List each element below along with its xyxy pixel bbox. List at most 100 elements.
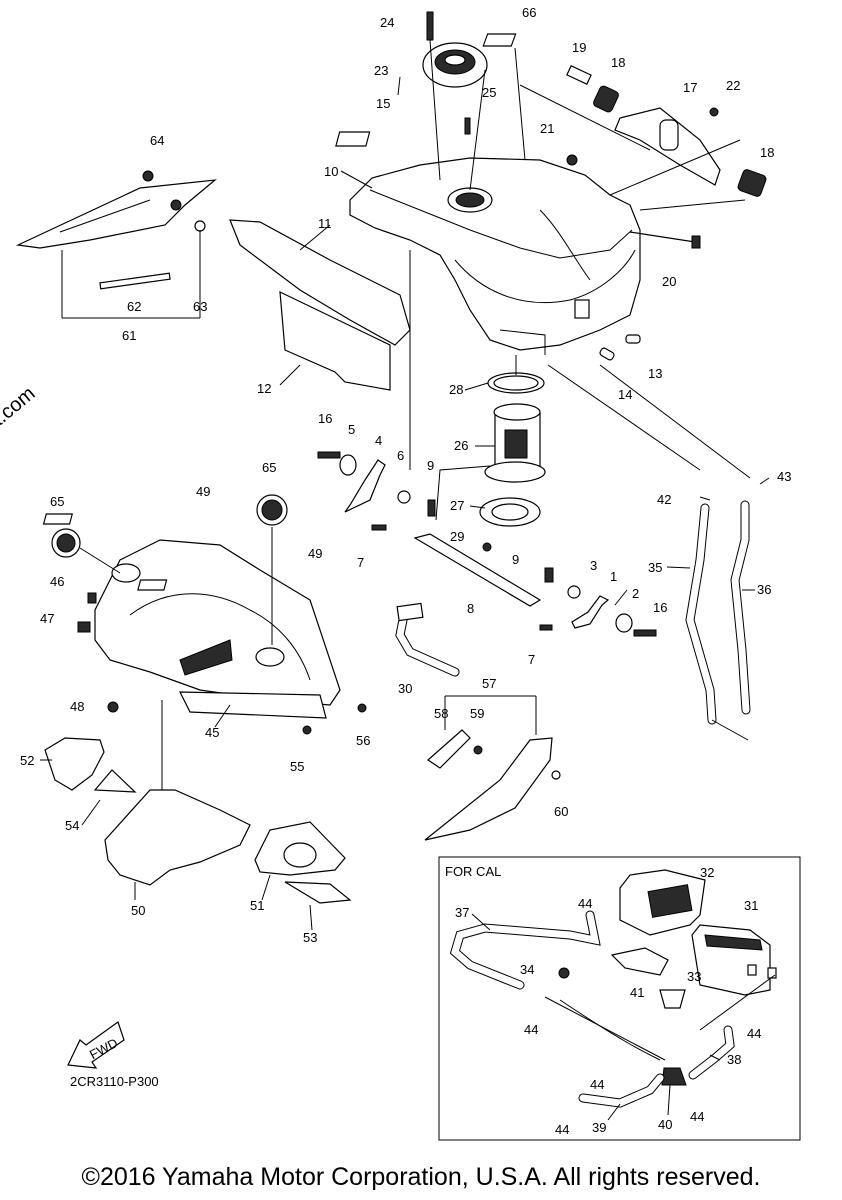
callout-22: 22 [726, 78, 740, 93]
callout-26: 26 [454, 438, 468, 453]
callout-10: 10 [324, 164, 338, 179]
cal-inset-label: FOR CAL [445, 864, 501, 879]
callout-14: 14 [618, 387, 632, 402]
callout-66: 66 [522, 5, 536, 20]
callout-44b: 44 [524, 1022, 538, 1037]
fuel-pump[interactable] [435, 355, 546, 552]
callout-65b: 65 [262, 460, 276, 475]
callout-39: 39 [592, 1120, 606, 1135]
callout-48: 48 [70, 699, 84, 714]
callout-55: 55 [290, 759, 304, 774]
callout-18a: 18 [611, 55, 625, 70]
callout-42: 42 [657, 492, 671, 507]
breather-hoses[interactable] [547, 364, 751, 741]
filler-cap[interactable] [422, 42, 488, 88]
side-panel-57[interactable] [424, 695, 561, 841]
callout-34: 34 [520, 962, 534, 977]
screw-25[interactable] [464, 117, 471, 135]
yamaha-emblem-right [256, 494, 288, 526]
callout-27: 27 [450, 498, 464, 513]
callout-35: 35 [648, 560, 662, 575]
callout-44c: 44 [747, 1026, 761, 1041]
callout-16b: 16 [653, 600, 667, 615]
callout-63: 63 [193, 299, 207, 314]
heat-shield[interactable] [229, 219, 411, 470]
callout-44d: 44 [590, 1077, 604, 1092]
callout-49a: 49 [196, 484, 210, 499]
tank-cover[interactable] [42, 513, 367, 735]
cap-bolt[interactable] [426, 11, 434, 41]
grommet-13[interactable] [625, 334, 641, 344]
callout-61: 61 [122, 328, 136, 343]
callout-15: 15 [376, 96, 390, 111]
callout-36: 36 [757, 582, 771, 597]
callout-24: 24 [380, 15, 394, 30]
callout-29: 29 [450, 529, 464, 544]
callout-28: 28 [449, 382, 463, 397]
callout-44e: 44 [690, 1109, 704, 1124]
mounting-brackets[interactable] [317, 451, 657, 637]
callout-38: 38 [727, 1052, 741, 1067]
callout-57: 57 [482, 676, 496, 691]
callout-65a: 65 [50, 494, 64, 509]
callout-37: 37 [455, 905, 469, 920]
label-66 [482, 33, 517, 47]
callout-labels: 1 2 3 4 5 6 7 7 8 9 9 10 11 12 13 14 15 … [20, 5, 791, 1137]
callout-19: 19 [572, 40, 586, 55]
callout-13: 13 [648, 366, 662, 381]
callout-60: 60 [554, 804, 568, 819]
callout-49b: 49 [308, 546, 322, 561]
callout-45: 45 [205, 725, 219, 740]
damper-assembly[interactable] [519, 65, 767, 249]
callout-20: 20 [662, 274, 676, 289]
forward-arrow-icon [67, 1021, 125, 1069]
callout-9b: 9 [512, 552, 519, 567]
callout-59: 59 [470, 706, 484, 721]
callout-11: 11 [318, 216, 332, 231]
lower-panels[interactable] [44, 737, 352, 904]
callout-62: 62 [127, 299, 141, 314]
callout-43: 43 [777, 469, 791, 484]
callout-5: 5 [348, 422, 355, 437]
callout-44f: 44 [555, 1122, 569, 1137]
callout-7b: 7 [528, 652, 535, 667]
cal-inset-frame [438, 856, 801, 1141]
callout-18b: 18 [760, 145, 774, 160]
callout-23: 23 [374, 63, 388, 78]
callout-32: 32 [700, 865, 714, 880]
callout-3: 3 [590, 558, 597, 573]
diagram-code: 2CR3110-P300 [70, 1074, 159, 1089]
fuel-tank[interactable] [349, 157, 641, 355]
callout-41: 41 [630, 985, 644, 1000]
fuel-hose-30[interactable] [395, 602, 460, 677]
cal-hoses[interactable] [449, 910, 735, 1108]
callout-1: 1 [610, 569, 617, 584]
callout-44a: 44 [578, 896, 592, 911]
callout-52: 52 [20, 753, 34, 768]
callout-12: 12 [257, 381, 271, 396]
copyright-notice: ©2016 Yamaha Motor Corporation, U.S.A. A… [81, 1163, 761, 1191]
callout-64: 64 [150, 133, 164, 148]
clip-14[interactable] [599, 347, 615, 361]
yamaha-emblem-left [51, 528, 81, 558]
callout-40: 40 [658, 1117, 672, 1132]
callout-2: 2 [632, 586, 639, 601]
fwd-label: FWD [87, 1035, 120, 1062]
callout-31: 31 [744, 898, 758, 913]
callout-8: 8 [467, 601, 474, 616]
tank-pad[interactable] [335, 131, 371, 147]
leader-lines [40, 76, 770, 1121]
callout-9a: 9 [427, 458, 434, 473]
callout-50: 50 [131, 903, 145, 918]
callout-46: 46 [50, 574, 64, 589]
callout-25: 25 [482, 85, 496, 100]
callout-58: 58 [434, 706, 448, 721]
side-cover[interactable] [15, 170, 217, 319]
callout-16a: 16 [318, 411, 332, 426]
callout-30: 30 [398, 681, 412, 696]
callout-33: 33 [687, 969, 701, 984]
callout-7a: 7 [357, 555, 364, 570]
callout-6: 6 [397, 448, 404, 463]
evap-canister-parts[interactable] [544, 869, 777, 1086]
